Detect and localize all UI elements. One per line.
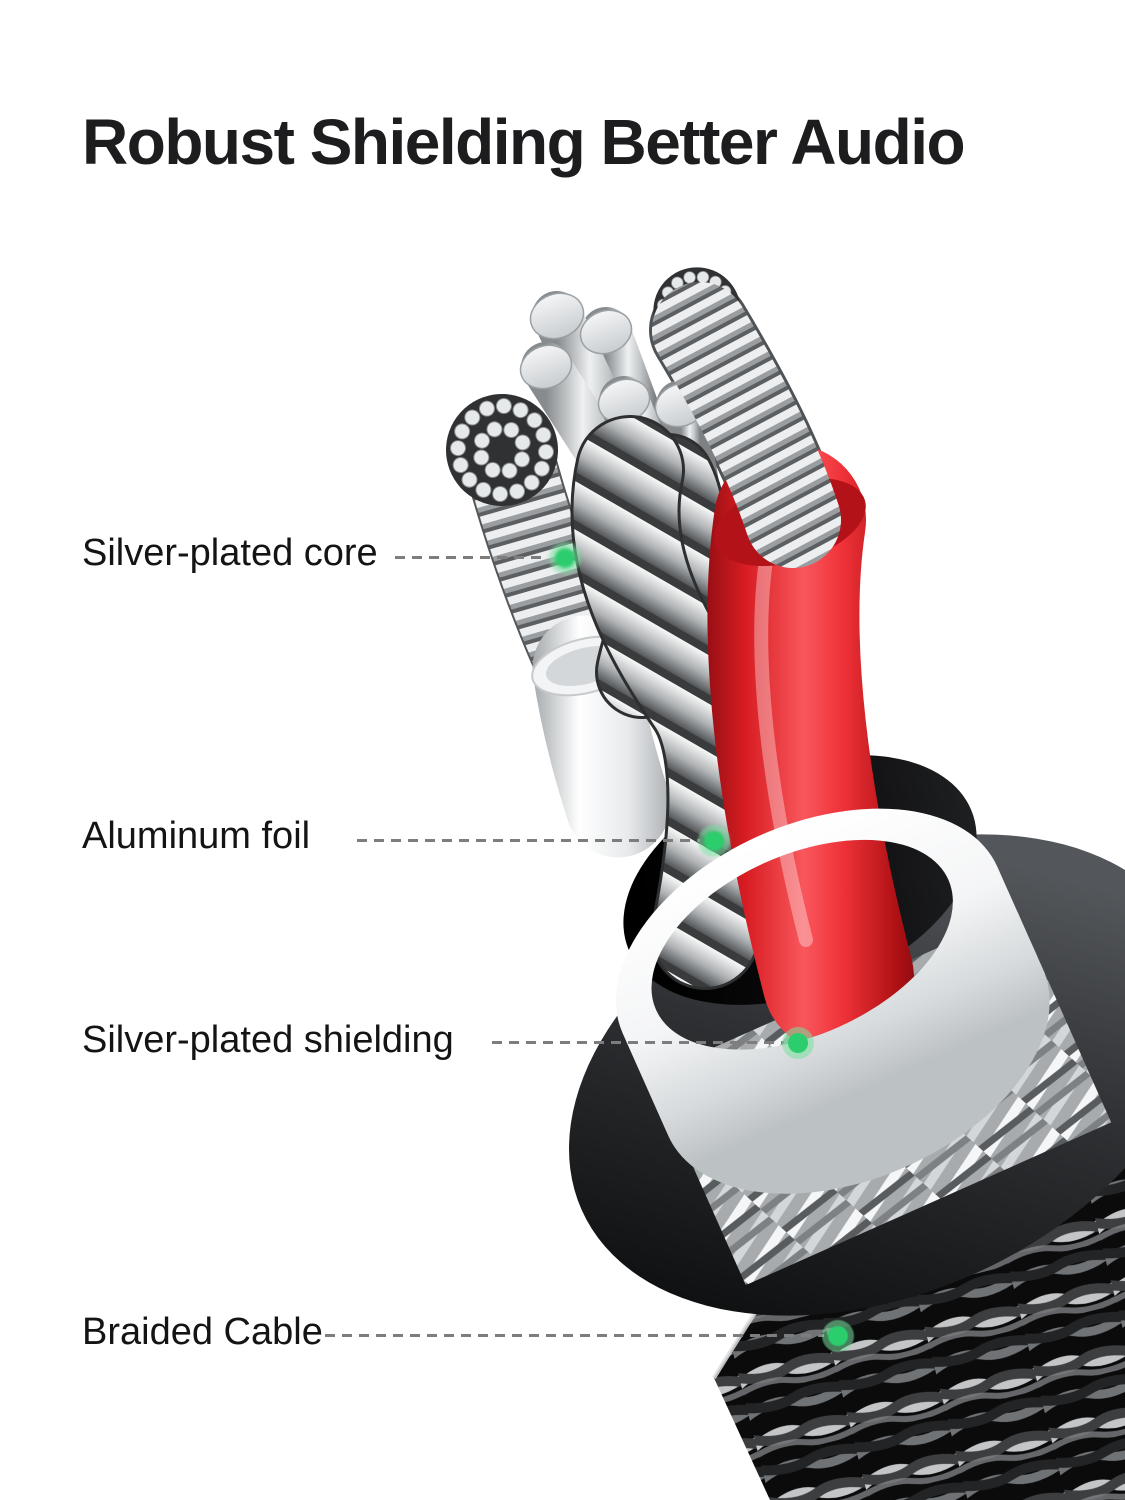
callout-label: Silver-plated shielding [82, 1019, 454, 1061]
leader-line [357, 839, 700, 842]
leader-line [395, 556, 547, 559]
callout-label: Aluminum foil [82, 815, 311, 857]
shielding-band-graphic [616, 808, 1050, 1194]
green-indicator-dot-icon [704, 831, 724, 851]
green-indicator-dot-icon [788, 1033, 808, 1053]
inner-wires-graphic [429, 260, 914, 1054]
callout-label: Silver-plated core [82, 532, 378, 574]
green-indicator-dot-icon [555, 548, 575, 568]
page-title: Robust Shielding Better Audio [82, 106, 966, 178]
green-indicator-dot-icon [828, 1326, 848, 1346]
leader-line [325, 1334, 824, 1337]
leader-line [492, 1041, 784, 1044]
callout-label: Braided Cable [82, 1311, 323, 1353]
red-wire-graphic [652, 282, 914, 1054]
foil-conductor-graphic [570, 415, 777, 990]
